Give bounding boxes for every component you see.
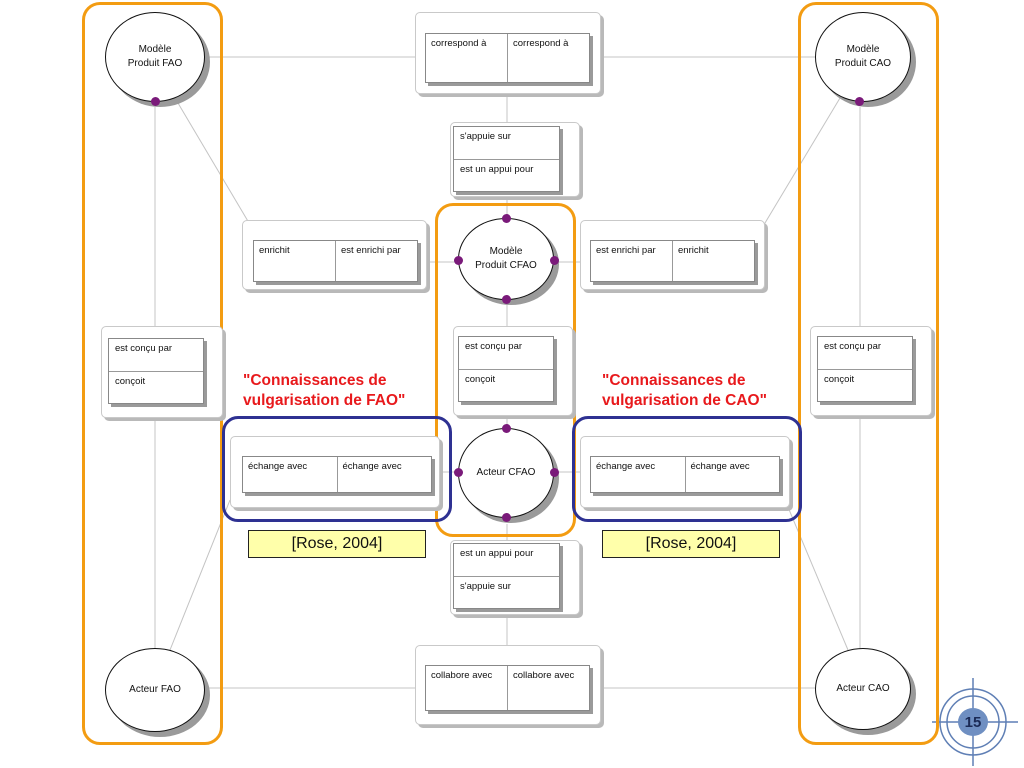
citation-right: [Rose, 2004] <box>602 530 780 558</box>
connector-dot <box>454 256 463 265</box>
relation-right-enrich: est enrichi par enrichit <box>590 240 755 282</box>
cao-column-frame <box>798 2 939 745</box>
relation-right-concu: est conçu par conçoit <box>817 336 913 402</box>
relation-cell: s'appuie sur <box>454 575 559 609</box>
node-acteur-cfao: Acteur CFAO <box>458 428 554 518</box>
relation-cell: échange avec <box>336 457 432 492</box>
connector-dot <box>454 468 463 477</box>
node-acteur-cao: Acteur CAO <box>815 648 911 730</box>
relation-cell: est enrichi par <box>335 241 417 281</box>
relation-cell: collabore avec <box>507 666 589 710</box>
relation-cell: est un appui pour <box>454 158 559 192</box>
node-acteur-fao: Acteur FAO <box>105 648 205 732</box>
connector-dot <box>855 97 864 106</box>
relation-cell: est conçu par <box>115 343 173 354</box>
connector-dot <box>502 424 511 433</box>
relation-cell: échange avec <box>684 457 780 492</box>
connector-dot <box>502 513 511 522</box>
relation-bottom: collabore avec collabore avec <box>425 665 590 711</box>
relation-cell: conçoit <box>818 368 912 402</box>
relation-top: correspond à correspond à <box>425 33 590 83</box>
relation-cell: est conçu par <box>824 341 882 352</box>
relation-center-upper: s'appuie sur est un appui pour <box>453 126 560 192</box>
relation-center-concu: est conçu par conçoit <box>458 336 554 402</box>
relation-cell: enrichit <box>672 241 754 281</box>
relation-cell: est enrichi par <box>596 245 656 256</box>
node-modele-produit-fao: Modèle Produit FAO <box>105 12 205 102</box>
title-vulgarisation-cao: "Connaissances de vulgarisation de CAO" <box>602 372 767 409</box>
relation-cell: collabore avec <box>431 670 493 681</box>
connector-dot <box>550 256 559 265</box>
relation-cell: s'appuie sur <box>460 131 511 142</box>
relation-cell: échange avec <box>248 461 308 472</box>
connector-dot <box>550 468 559 477</box>
relation-cell: conçoit <box>109 370 203 404</box>
connector-dot <box>151 97 160 106</box>
relation-cell: correspond à <box>507 34 589 82</box>
relation-right-echange: échange avec échange avec <box>590 456 780 493</box>
relation-cell: échange avec <box>596 461 656 472</box>
node-modele-produit-cao: Modèle Produit CAO <box>815 12 911 102</box>
cfao-column-frame <box>435 203 576 537</box>
relation-cell: est un appui pour <box>460 548 534 559</box>
cao-vulgarisation-frame <box>572 416 802 522</box>
relation-left-echange: échange avec échange avec <box>242 456 432 493</box>
relation-left-enrich: enrichit est enrichi par <box>253 240 418 282</box>
node-modele-produit-cfao: Modèle Produit CFAO <box>458 218 554 300</box>
fao-vulgarisation-frame <box>222 416 452 522</box>
relation-cell: correspond à <box>431 38 487 49</box>
relation-cell: enrichit <box>259 245 290 256</box>
page-number: 15 <box>958 708 988 736</box>
relation-cell: est conçu par <box>465 341 523 352</box>
citation-left: [Rose, 2004] <box>248 530 426 558</box>
relation-cell: conçoit <box>459 368 553 402</box>
title-vulgarisation-fao: "Connaissances de vulgarisation de FAO" <box>243 372 406 409</box>
connector-dot <box>502 214 511 223</box>
relation-center-lower: est un appui pour s'appuie sur <box>453 543 560 609</box>
relation-left-concu: est conçu par conçoit <box>108 338 204 404</box>
connector-dot <box>502 295 511 304</box>
